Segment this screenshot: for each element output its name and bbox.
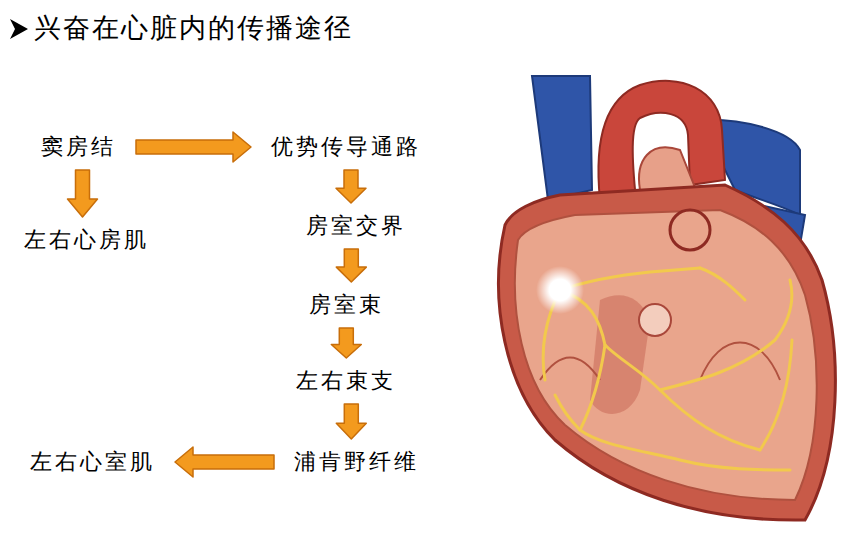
- vena-cava: [532, 76, 592, 200]
- stage-text: 浦肯野纤维: [294, 447, 419, 477]
- stage-label: 左右心房肌: [20, 223, 153, 257]
- stage-label: 浦肯野纤维: [290, 445, 423, 479]
- valve: [639, 304, 671, 336]
- aorta: [598, 81, 725, 200]
- block-arrow: [336, 404, 366, 439]
- title-bullet: [10, 19, 28, 39]
- title: 兴奋在心脏内的传播途径: [34, 10, 353, 46]
- stage-label: 左右束支: [292, 364, 400, 398]
- stage-text: 左右心室肌: [30, 447, 155, 477]
- stage-text: 优势传导通路: [271, 132, 421, 162]
- block-arrow: [336, 249, 366, 282]
- stage-text: 左右心房肌: [24, 225, 149, 255]
- block-arrow: [136, 132, 251, 162]
- valve: [670, 210, 710, 250]
- stage-text: 房室交界: [306, 211, 406, 241]
- block-arrow: [68, 170, 98, 217]
- stage-label: 房室束: [305, 288, 388, 322]
- sinoatrial-glow: [536, 266, 584, 314]
- heart-chambers: [515, 210, 817, 500]
- stage-text: 左右束支: [296, 366, 396, 396]
- stage-label: 优势传导通路: [267, 130, 425, 164]
- stage-text: 窦房结: [41, 132, 116, 162]
- stage-label: 窦房结: [37, 130, 120, 164]
- block-arrow: [336, 170, 366, 203]
- block-arrow: [331, 328, 361, 358]
- stage-label: 左右心室肌: [26, 445, 159, 479]
- stage-label: 房室交界: [302, 209, 410, 243]
- stage-text: 房室束: [309, 290, 384, 320]
- heart-outline: [499, 185, 836, 520]
- block-arrow: [175, 447, 274, 477]
